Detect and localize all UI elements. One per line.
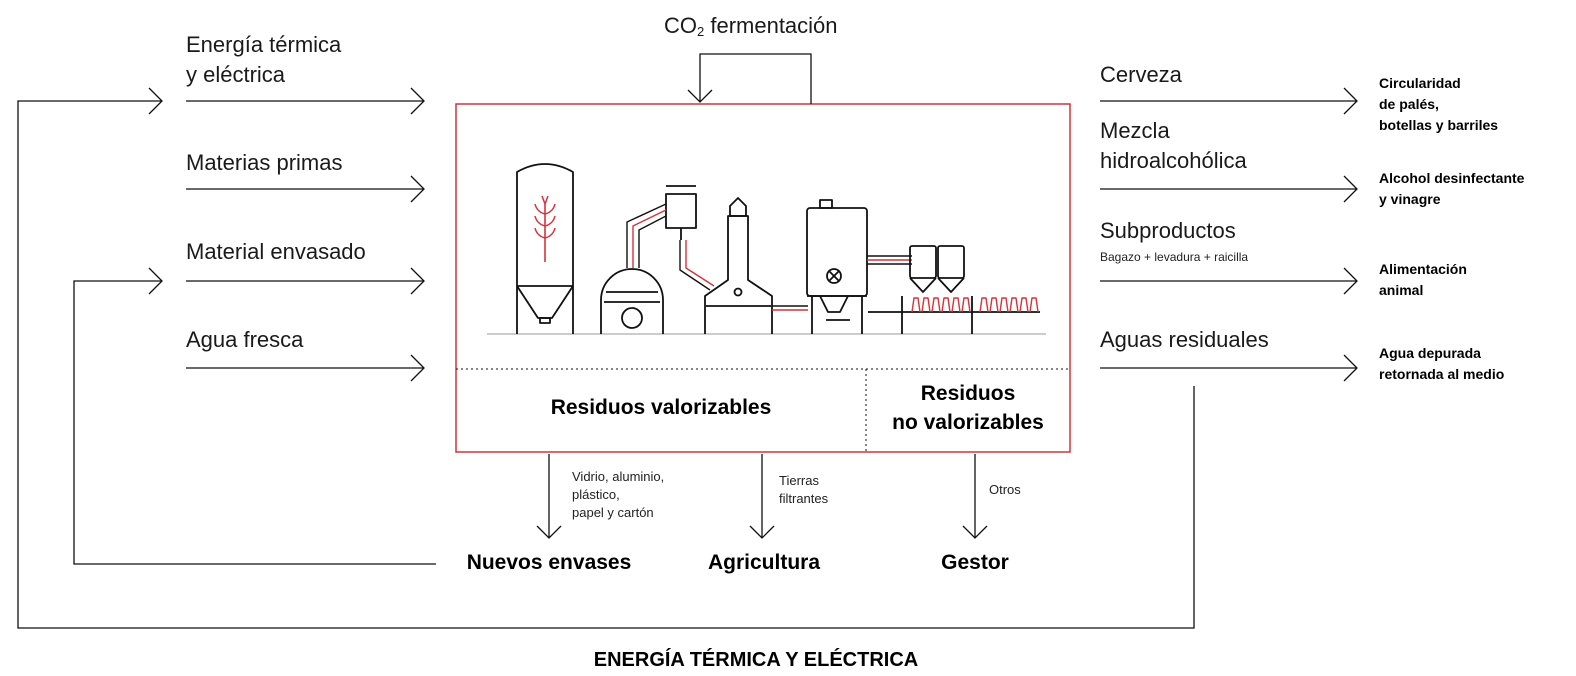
destination-alcohol-line2: y vinagre: [1379, 191, 1441, 207]
flow-agriculture-note-line2: filtrantes: [779, 491, 829, 506]
input-raw-materials-label: Materias primas: [186, 150, 343, 175]
co2-suffix: fermentación: [704, 13, 838, 38]
input-packaging-label: Material envasado: [186, 239, 366, 264]
co2-label: CO2 fermentación: [664, 13, 838, 40]
footer-energy-label: ENERGÍA TÉRMICA Y ELÉCTRICA: [593, 649, 919, 671]
co2-arrowhead: [687, 89, 713, 103]
target-manager: Gestor: [941, 551, 1009, 574]
co2-loop-line: [699, 53, 812, 104]
input-energy-label: Energía térmica y eléctrica: [186, 30, 341, 90]
tank-icon: [806, 199, 912, 334]
bottling-line-icon: [868, 245, 1040, 334]
brewery-box: [455, 103, 1071, 453]
down-arrows: [536, 454, 988, 539]
destination-animal-feed-line1: Alimentación: [1379, 261, 1467, 277]
output-beer-label: Cerveza: [1100, 62, 1182, 87]
packaging-loop: [73, 267, 436, 565]
energy-loop: [17, 87, 1195, 629]
destination-circularity: Circularidad de palés, botellas y barril…: [1379, 73, 1498, 136]
destination-circularity-line1: Circularidad: [1379, 75, 1461, 91]
flow-packaging-note-line2: plástico,: [572, 487, 620, 502]
flow-manager-note: Otros: [989, 482, 1021, 497]
mill-icon: [600, 185, 697, 334]
destination-alcohol: Alcohol desinfectante y vinagre: [1379, 168, 1524, 210]
destination-animal-feed-line2: animal: [1379, 282, 1424, 298]
input-energy-line1: Energía térmica: [186, 32, 342, 57]
destination-water: Agua depurada retornada al medio: [1379, 343, 1504, 385]
output-byproducts-note: Bagazo + levadura + raicilla: [1100, 250, 1249, 264]
target-new-packaging: Nuevos envases: [466, 551, 632, 574]
input-energy-line2: y eléctrica: [186, 62, 286, 87]
target-agriculture: Agricultura: [707, 551, 820, 574]
co2-subscript: 2: [697, 24, 705, 39]
output-arrows: [1100, 87, 1358, 382]
flow-agriculture-note: Tierras filtrantes: [779, 472, 828, 508]
flow-packaging-note-line3: papel y cartón: [572, 505, 654, 520]
flow-agriculture-note-line1: Tierras: [779, 473, 819, 488]
flow-packaging-note: Vidrio, aluminio, plástico, papel y cart…: [572, 468, 664, 522]
output-byproducts-label: Subproductos: [1100, 218, 1236, 243]
brewery-illustration: [487, 163, 1046, 335]
waste-valorizable-label: Residuos valorizables: [550, 396, 772, 419]
kettle-icon: [679, 197, 773, 334]
destination-circularity-line2: de palés,: [1379, 96, 1439, 112]
destination-circularity-line3: botellas y barriles: [1379, 117, 1499, 133]
input-arrows: [186, 87, 425, 382]
waste-non-valorizable-label: Residuos no valorizables: [866, 379, 1070, 437]
output-wastewater-label: Aguas residuales: [1100, 327, 1269, 352]
waste-non-valorizable-line1: Residuos: [920, 382, 1016, 405]
output-hydroalcoholic-label: Mezcla hidroalcohólica: [1100, 116, 1247, 176]
output-hydroalcoholic-line1: Mezcla: [1100, 118, 1170, 143]
destination-alcohol-line1: Alcohol desinfectante: [1379, 170, 1525, 186]
destination-animal-feed: Alimentación animal: [1379, 259, 1467, 301]
waste-non-valorizable-line2: no valorizables: [892, 411, 1044, 434]
silo-icon: [516, 163, 574, 334]
flow-packaging-note-line1: Vidrio, aluminio,: [572, 469, 665, 484]
destination-water-line1: Agua depurada: [1379, 345, 1481, 361]
destination-water-line2: retornada al medio: [1379, 366, 1505, 382]
co2-prefix: CO: [664, 13, 697, 38]
input-water-label: Agua fresca: [186, 327, 304, 352]
output-hydroalcoholic-line2: hidroalcohólica: [1100, 148, 1247, 173]
